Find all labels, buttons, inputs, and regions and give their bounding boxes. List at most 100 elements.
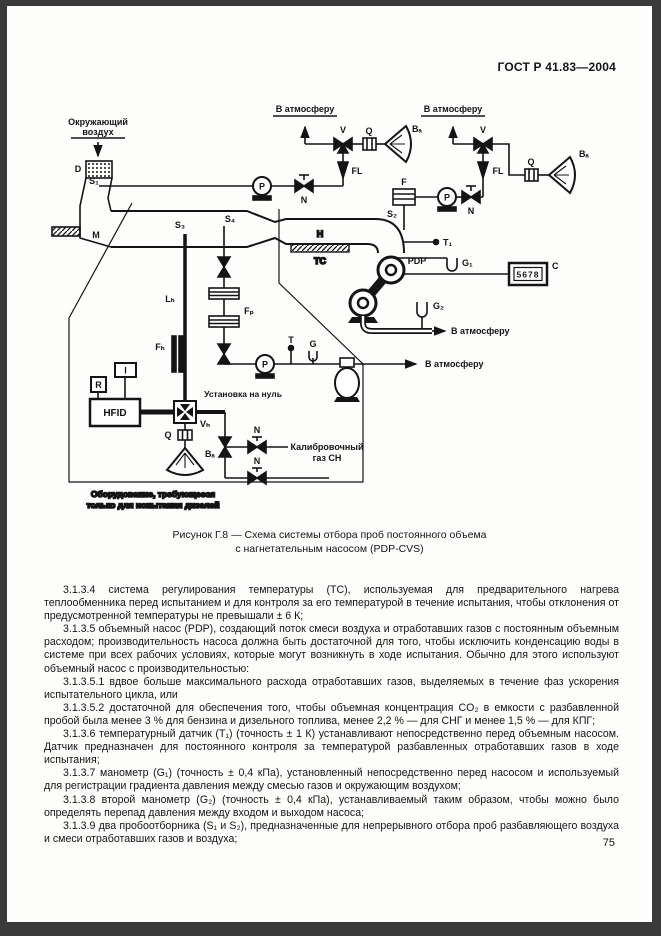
label-p: P	[444, 193, 450, 203]
valve	[216, 343, 232, 365]
valve-n: N	[461, 185, 481, 216]
diesel-only-boundary	[68, 202, 364, 483]
label-t1: T₁	[443, 238, 452, 248]
label-tc: TC	[314, 256, 326, 266]
zero-set-label: Установка на нуль	[204, 389, 282, 399]
cal-gas-label: газ СН	[313, 453, 342, 463]
label-c: C	[552, 261, 559, 271]
label-s2: S₂	[387, 209, 397, 219]
s4-filter-branch: S₄ Fₚ P	[208, 214, 483, 402]
label-q: Q	[164, 430, 171, 440]
label-q: Q	[365, 126, 372, 136]
label-p: P	[259, 182, 265, 192]
exhaust-inlet-pipe	[51, 226, 81, 237]
label-hfid: HFID	[103, 408, 126, 419]
instrument-r: R	[90, 376, 107, 393]
valve-v: V	[473, 125, 493, 154]
label-m: M	[92, 230, 100, 240]
label-s3: S₃	[175, 220, 185, 230]
to-atmosphere-label: В атмосферу	[451, 326, 509, 336]
blower-pump	[334, 357, 360, 402]
pump-p: P	[437, 187, 457, 212]
heat-exchanger-tc	[290, 243, 350, 253]
label-g: G	[309, 339, 316, 349]
paragraph-3-1-3-5-1: 3.1.3.5.1 вдвое больше максимального рас…	[44, 675, 619, 701]
label-h: H	[317, 229, 324, 239]
dilution-air-filter-d	[85, 160, 113, 179]
label-v: V	[340, 125, 346, 135]
diesel-only-note: только для испытания дизелей	[86, 500, 219, 510]
paragraph-3-1-3-5: 3.1.3.5 объемный насос (PDP), создающий …	[44, 623, 619, 675]
heated-sample-line: S₃ Lₕ Fₕ R I	[88, 220, 363, 486]
label-p: P	[262, 360, 268, 370]
sample-branch-s2: F S₂ P N	[387, 104, 590, 230]
label-lh: Lₕ	[165, 294, 175, 304]
ambient-air-inlet: Окружающий воздух D S₁ M	[51, 117, 128, 248]
label-r: R	[95, 380, 102, 390]
filter-fp: Fₚ	[208, 287, 254, 328]
document-page: ГОСТ Р 41.83—2004 Окружающий воздух D	[7, 6, 652, 922]
paragraph-3-1-3-8: 3.1.3.8 второй манометр (G₂) (точность ±…	[44, 793, 619, 819]
label-i: I	[124, 366, 127, 376]
paragraph-3-1-3-4: 3.1.3.4 система регулирования температур…	[44, 584, 619, 623]
label-ba: Bₐ	[412, 124, 422, 134]
page-title: ГОСТ Р 41.83—2004	[497, 60, 616, 74]
label-f: F	[401, 177, 407, 187]
figure-g8-diagram: Окружающий воздух D S₁ M H TC	[51, 104, 590, 511]
paragraph-3-1-3-5-2: 3.1.3.5.2 достаточной для обеспечения то…	[44, 701, 619, 727]
manometer-g: G	[308, 339, 318, 364]
blower-ba: Bₐ	[383, 124, 423, 164]
label-n: N	[301, 195, 308, 205]
paragraph-3-1-3-9: 3.1.3.9 два пробоотборника (S₁ и S₂), пр…	[44, 819, 619, 845]
flowmeter-fl: FL	[476, 161, 504, 181]
orifice-q: Q	[524, 157, 539, 182]
valve-vh: Vₕ	[173, 400, 210, 429]
label-n: N	[254, 456, 261, 466]
valve	[216, 256, 232, 278]
paragraph-3-1-3-6: 3.1.3.6 температурный датчик (T₁) (точно…	[44, 728, 619, 767]
filter-f: F	[392, 177, 416, 206]
label-g1: G₁	[462, 258, 473, 268]
blower-ba: Bₐ	[165, 446, 216, 476]
sample-branch-s1: P N FL V	[99, 104, 423, 205]
orifice-q: Q	[362, 126, 377, 151]
label-s4: S₄	[225, 214, 235, 224]
figure-caption-line1: Рисунок Г.8 — Схема системы отбора проб …	[172, 529, 487, 541]
heated-filter-fh: Fₕ	[155, 335, 184, 373]
counter-value: 5678	[517, 270, 540, 280]
label-fh: Fₕ	[155, 342, 165, 352]
label-d: D	[75, 164, 82, 174]
ambient-air-label: Окружающий	[68, 117, 128, 127]
to-atmosphere-label: В атмосферу	[424, 104, 482, 114]
pump-p: P	[255, 354, 275, 379]
paragraph-3-1-3-7: 3.1.3.7 манометр (G₁) (точность ± 0,4 кП…	[44, 767, 619, 793]
label-vh: Vₕ	[200, 419, 210, 429]
page-number: 75	[602, 837, 615, 849]
hfid-analyzer: HFID	[88, 397, 142, 428]
label-pdp: PDP	[408, 256, 427, 266]
pump-p: P	[252, 176, 272, 201]
label-n: N	[468, 206, 475, 216]
ambient-air-label: воздух	[82, 127, 113, 137]
dilution-tunnel	[111, 210, 405, 254]
label-s1: S₁	[89, 176, 99, 186]
label-fp: Fₚ	[244, 306, 254, 316]
flowmeter-fl: FL	[336, 161, 363, 181]
label-v: V	[480, 125, 486, 135]
instrument-i: I	[114, 362, 137, 378]
label-ba: Bₐ	[205, 449, 215, 459]
label-fl: FL	[493, 166, 504, 176]
valve-n: N	[247, 456, 267, 486]
orifice-q: Q	[164, 429, 193, 441]
valve-v: V	[333, 125, 353, 154]
valve-n: N	[247, 425, 267, 455]
label-fl: FL	[352, 166, 363, 176]
label-q: Q	[527, 157, 534, 167]
inlet-funnel	[79, 177, 112, 248]
blower-ba: Bₐ	[547, 149, 590, 195]
revolution-counter-c: 5678 C	[507, 261, 559, 287]
figure-caption-line2: с нагнетательным насосом (PDP-CVS)	[235, 543, 424, 555]
diesel-only-note: Оборудование, требующееся	[91, 489, 215, 499]
temperature-sensor-t: T	[287, 335, 295, 364]
body-text: 3.1.3.4 система регулирования температур…	[44, 584, 619, 846]
